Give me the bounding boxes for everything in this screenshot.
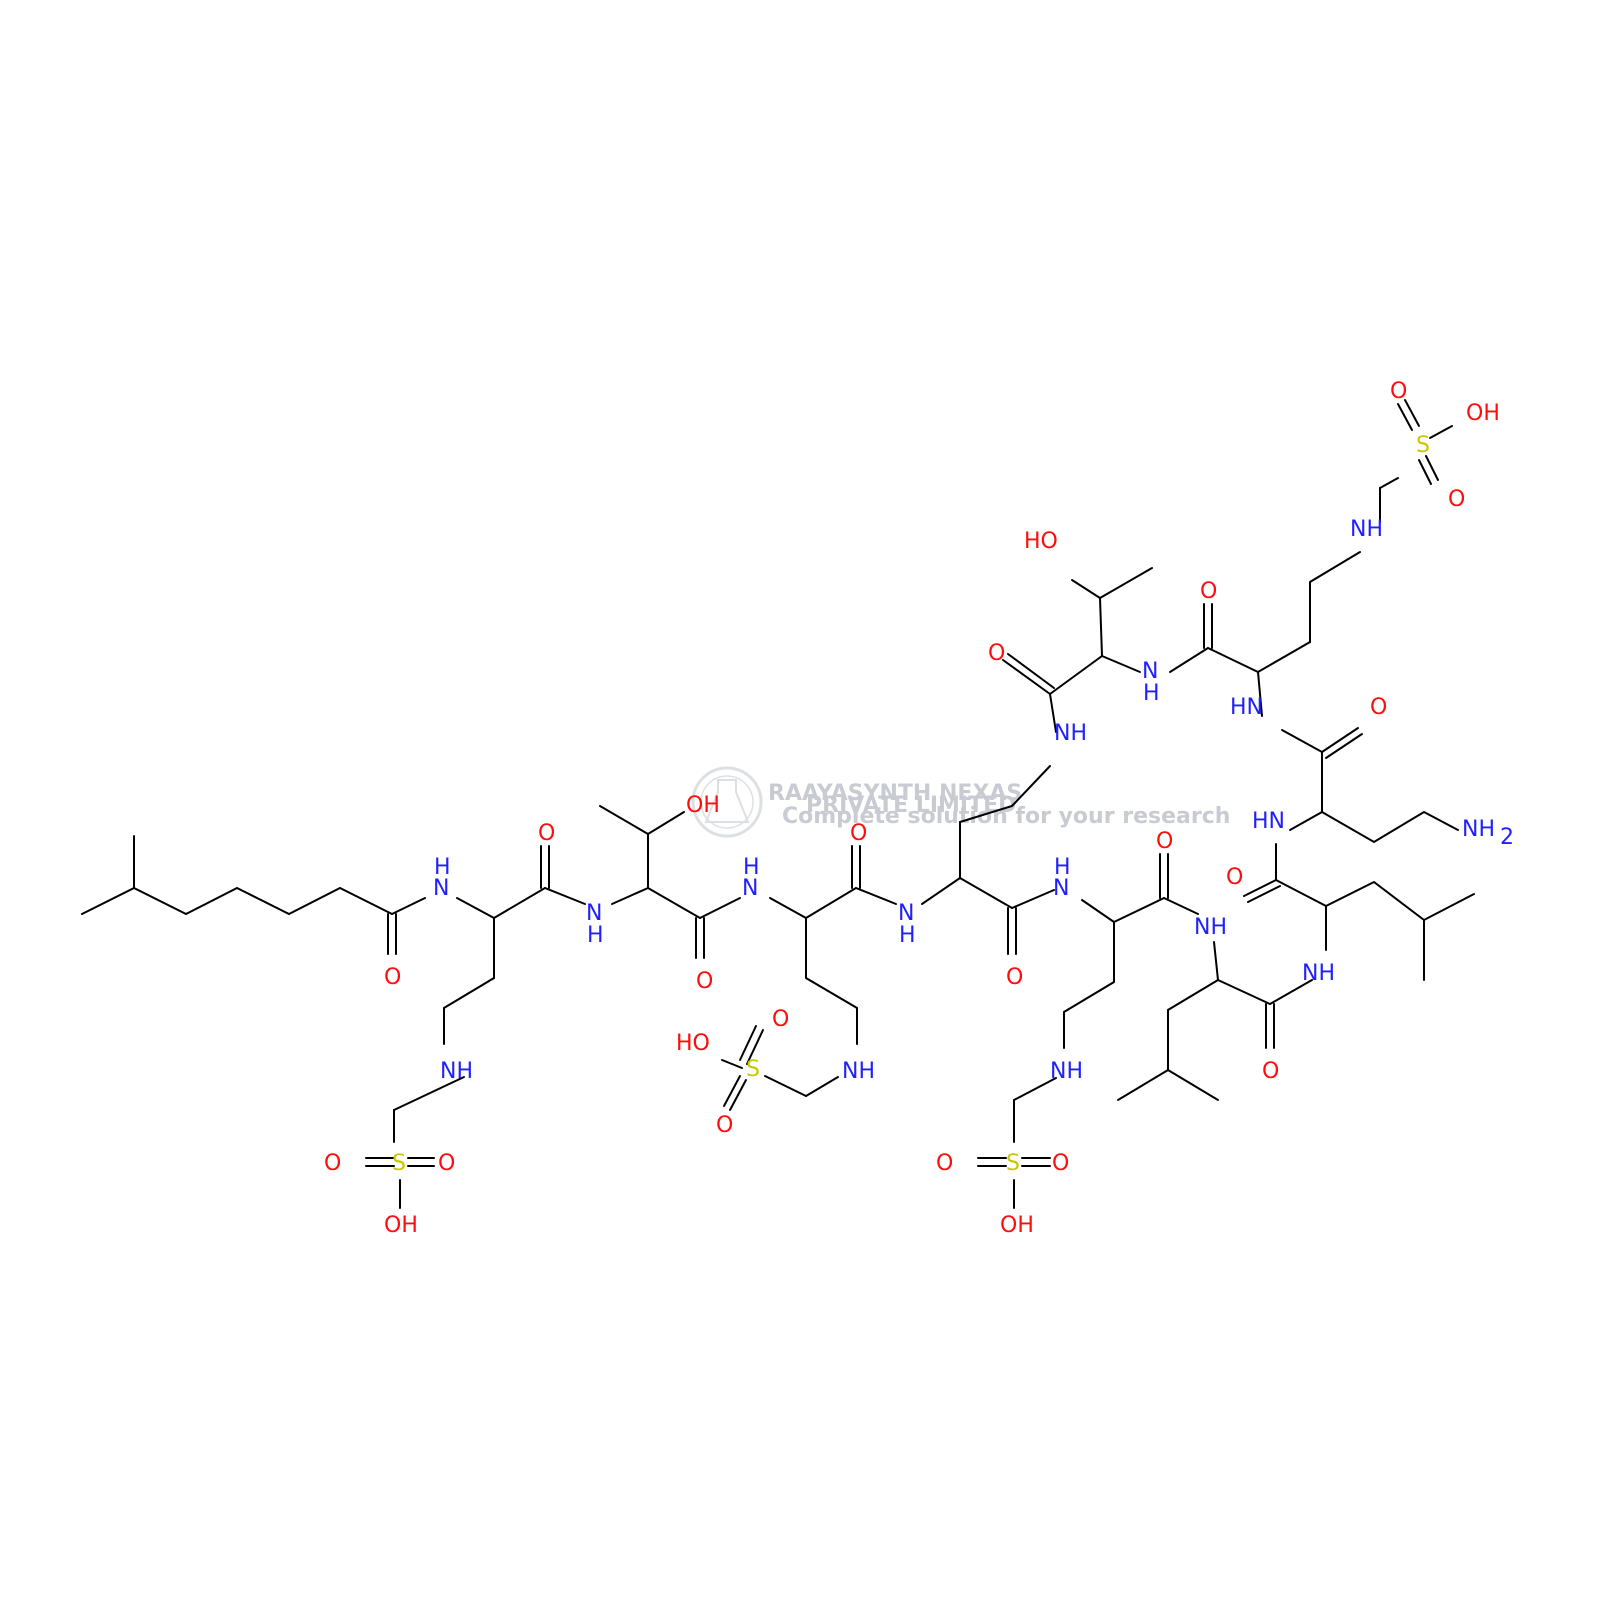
- s-atom-label: S S S S: [392, 433, 1430, 1176]
- svg-text:O: O: [1226, 865, 1243, 890]
- svg-text:NH: NH: [440, 1059, 473, 1084]
- svg-text:S: S: [746, 1057, 760, 1082]
- svg-text:O: O: [1390, 379, 1407, 404]
- watermark-company-name: RAAYASYNTH NEXAS: [768, 781, 1022, 806]
- svg-text:O: O: [384, 965, 401, 990]
- svg-text:O: O: [772, 1007, 789, 1032]
- bond-lines: [81, 399, 1475, 1209]
- svg-text:O: O: [1262, 1059, 1279, 1084]
- n-atom-label: NH NH NH NH NH NH NH NH NH NH NH NH NH H…: [433, 517, 1514, 1084]
- svg-text:N: N: [586, 901, 602, 926]
- svg-text:O: O: [438, 1151, 455, 1176]
- svg-text:O: O: [716, 1113, 733, 1138]
- svg-text:OH: OH: [1000, 1213, 1034, 1238]
- svg-text:H: H: [1143, 681, 1160, 706]
- svg-text:O: O: [850, 821, 867, 846]
- o-atom-label: O O O O O O O O O O O OH HO HO O O OH O …: [324, 379, 1500, 1238]
- svg-text:H: H: [899, 923, 916, 948]
- flask-logo-icon: [691, 766, 763, 838]
- watermark: RAAYASYNTH NEXAS PRIVATE LIMITED Complet…: [691, 766, 1230, 838]
- svg-text:NH: NH: [1050, 1059, 1083, 1084]
- svg-text:2: 2: [1500, 825, 1514, 850]
- svg-text:H: H: [743, 855, 760, 880]
- svg-text:O: O: [696, 969, 713, 994]
- svg-text:O: O: [988, 641, 1005, 666]
- svg-text:OH: OH: [686, 793, 720, 818]
- svg-text:H: H: [434, 855, 451, 880]
- svg-text:O: O: [324, 1151, 341, 1176]
- svg-text:O: O: [538, 821, 555, 846]
- watermark-company-subtitle: PRIVATE LIMITED: [806, 793, 1016, 818]
- svg-text:O: O: [1200, 579, 1217, 604]
- svg-text:HN: HN: [1252, 809, 1285, 834]
- svg-text:S: S: [392, 1151, 406, 1176]
- svg-text:HO: HO: [1024, 529, 1058, 554]
- svg-text:O: O: [1370, 695, 1387, 720]
- svg-text:H: H: [1054, 855, 1071, 880]
- svg-text:HN: HN: [1230, 695, 1263, 720]
- svg-text:S: S: [1416, 433, 1430, 458]
- svg-text:NH: NH: [842, 1059, 875, 1084]
- svg-text:O: O: [936, 1151, 953, 1176]
- svg-text:S: S: [1006, 1151, 1020, 1176]
- svg-text:N: N: [742, 876, 758, 901]
- svg-text:NH: NH: [1194, 915, 1227, 940]
- svg-text:NH: NH: [1054, 721, 1087, 746]
- atom-labels: NH NH NH NH NH NH NH NH NH NH NH NH NH H…: [324, 379, 1514, 1238]
- svg-text:O: O: [1052, 1151, 1069, 1176]
- svg-text:O: O: [1006, 965, 1023, 990]
- svg-text:H: H: [587, 923, 604, 948]
- svg-text:OH: OH: [1466, 401, 1500, 426]
- svg-text:NH: NH: [1350, 517, 1383, 542]
- svg-text:HO: HO: [676, 1031, 710, 1056]
- svg-text:N: N: [1142, 659, 1158, 684]
- svg-text:N: N: [898, 901, 914, 926]
- svg-text:NH: NH: [1302, 961, 1335, 986]
- svg-text:OH: OH: [384, 1213, 418, 1238]
- svg-text:N: N: [433, 876, 449, 901]
- svg-text:NH: NH: [1462, 817, 1495, 842]
- svg-text:N: N: [1053, 876, 1069, 901]
- svg-text:O: O: [1448, 487, 1465, 512]
- svg-text:O: O: [1156, 829, 1173, 854]
